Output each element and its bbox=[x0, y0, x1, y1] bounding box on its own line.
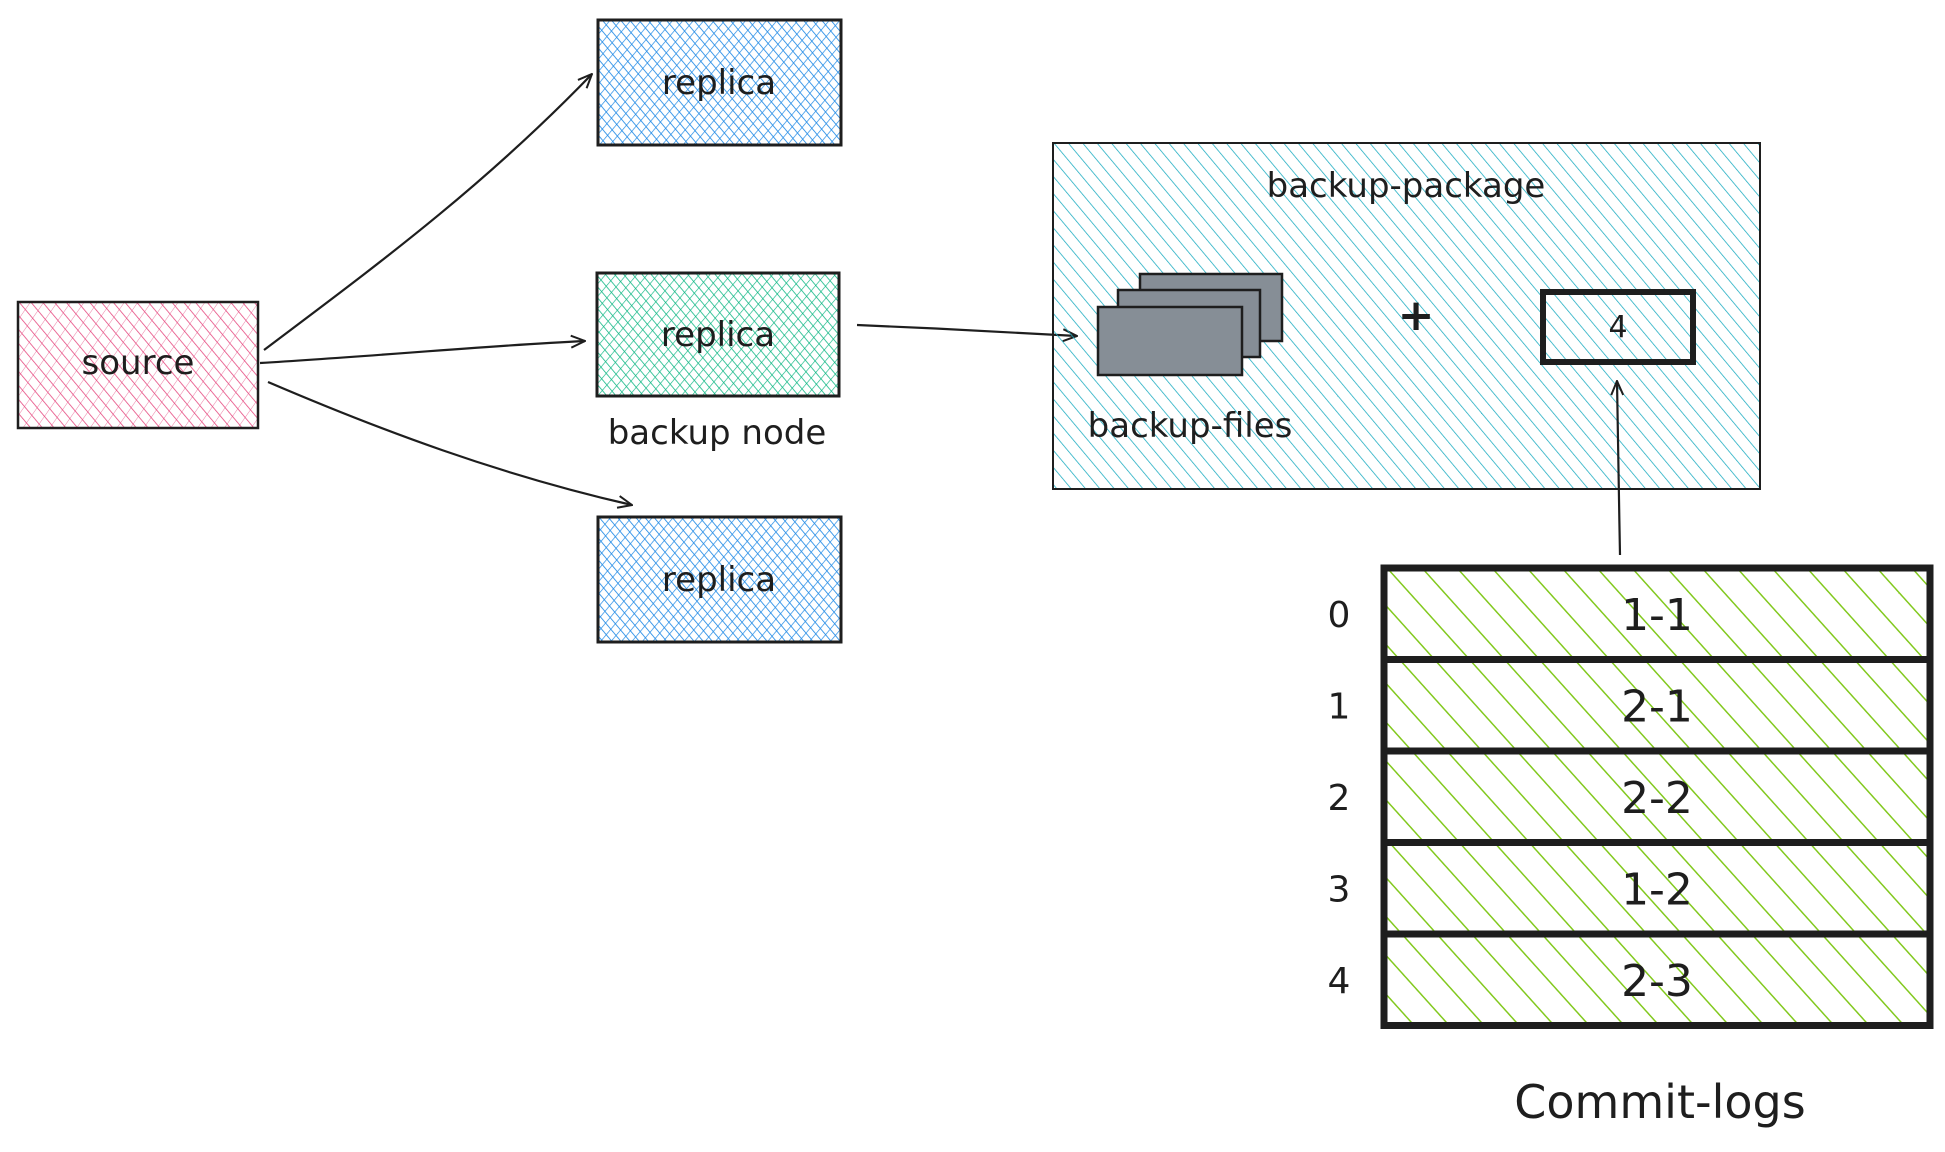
backup-files-label: backup-files bbox=[1088, 406, 1293, 446]
source-label: source bbox=[82, 343, 195, 383]
arrow-source-to-replica-backup bbox=[259, 341, 585, 365]
commit-log-row bbox=[1380, 930, 1934, 1029]
backup-package-box: backup-package backup-files + 4 bbox=[1052, 142, 1761, 490]
commit-log-value: 1-1 bbox=[1621, 590, 1693, 641]
commit-log-value: 2-2 bbox=[1621, 773, 1693, 824]
commit-log-index: 4 bbox=[1328, 961, 1351, 1002]
plus-sign: + bbox=[1398, 290, 1435, 341]
source-arrows bbox=[259, 74, 632, 505]
commit-logs-title: Commit-logs bbox=[1514, 1075, 1805, 1129]
pointer-box bbox=[1540, 289, 1696, 365]
commit-log-value: 2-1 bbox=[1621, 681, 1693, 732]
replica-bottom-node: replica bbox=[596, 515, 843, 644]
arrow-source-to-replica-top bbox=[263, 74, 592, 351]
backup-package-label: backup-package bbox=[1267, 166, 1546, 206]
commit-log-index: 1 bbox=[1328, 686, 1351, 727]
replica-top-node: replica bbox=[596, 18, 843, 147]
commit-log-index: 0 bbox=[1328, 595, 1351, 636]
commit-log-value: 1-2 bbox=[1621, 864, 1693, 915]
backup-files-stack-icon bbox=[1096, 272, 1284, 377]
commit-log-row bbox=[1380, 747, 1934, 846]
pointer-value: 4 bbox=[1608, 310, 1627, 345]
arrow-commit-logs-to-pointer bbox=[1617, 381, 1620, 556]
commit-log-value: 2-3 bbox=[1621, 956, 1693, 1007]
arrow-source-to-replica-bottom bbox=[267, 380, 632, 505]
commit-logs-table: 1-1 0 2-1 1 2-2 2 1-2 3 2-3 4 bbox=[1328, 564, 1934, 1029]
source-node: source bbox=[16, 300, 260, 430]
backup-node-caption: backup node bbox=[608, 413, 827, 453]
commit-log-index: 2 bbox=[1328, 778, 1351, 819]
commit-log-row bbox=[1380, 564, 1934, 663]
replica-bottom-label: replica bbox=[662, 560, 776, 600]
commit-log-index: 3 bbox=[1328, 869, 1351, 910]
replica-backup-node: replica bbox=[595, 271, 841, 398]
arrow-backup-to-package bbox=[856, 323, 1077, 336]
replica-backup-label: replica bbox=[661, 315, 775, 355]
replica-top-label: replica bbox=[662, 63, 776, 103]
